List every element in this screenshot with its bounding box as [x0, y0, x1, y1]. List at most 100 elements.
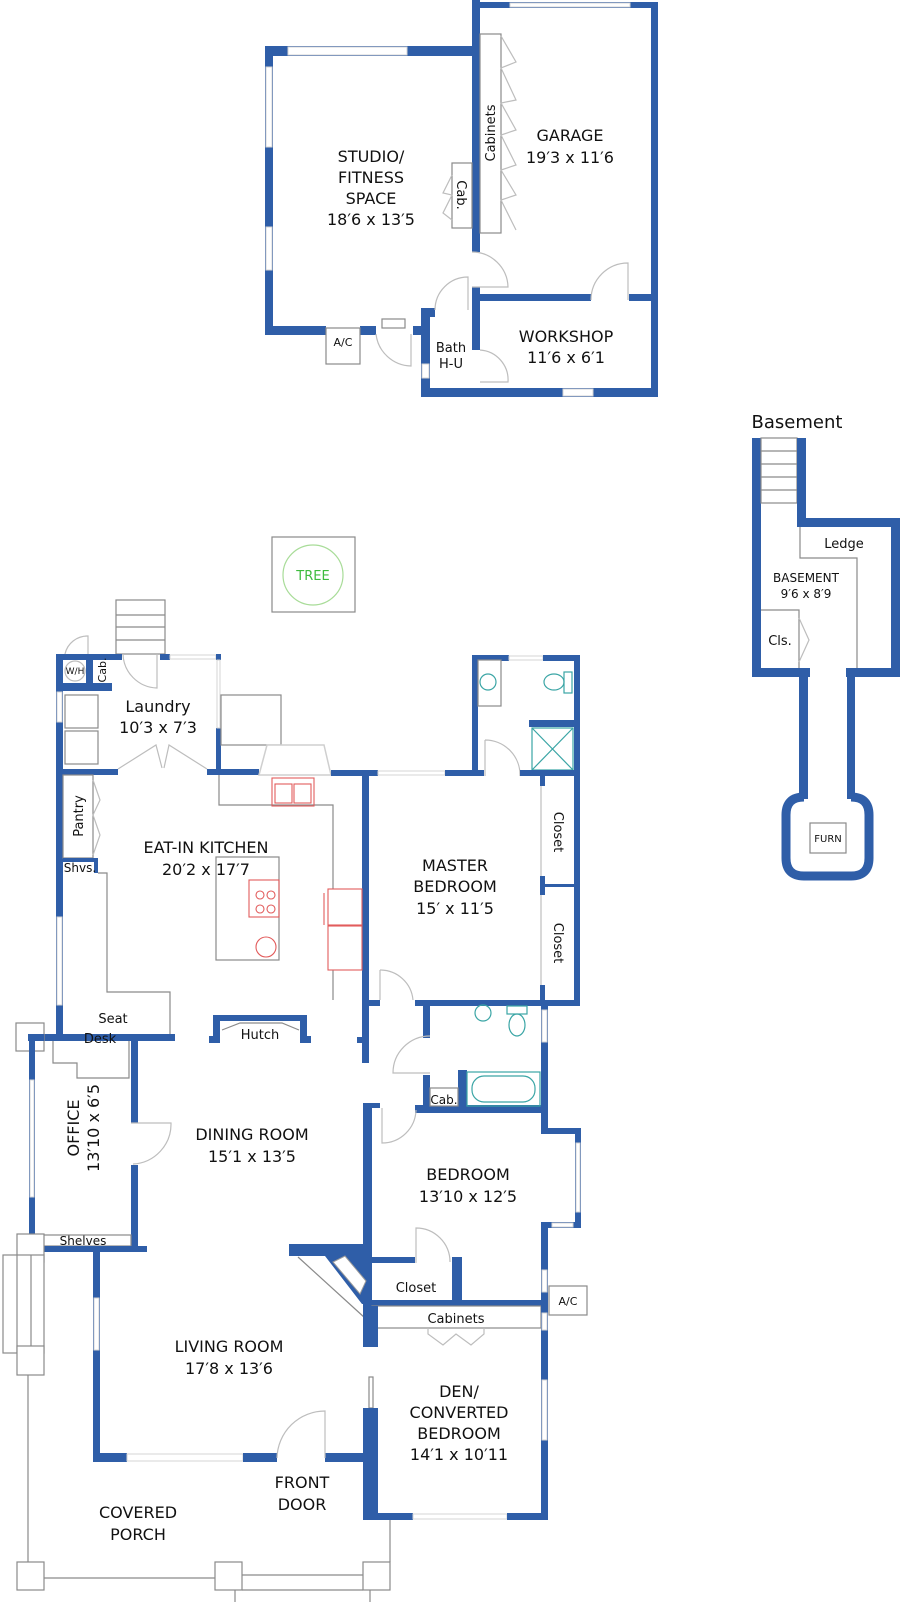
wall [478, 770, 484, 776]
window [93, 1297, 100, 1351]
bath-sublabel: H-U [439, 357, 463, 372]
studio-label: SPACE [346, 189, 397, 208]
wall [752, 668, 810, 677]
seat-label: Seat [98, 1012, 127, 1027]
refrigerator [327, 888, 363, 926]
wall [797, 438, 806, 527]
tree-label: TREE [295, 569, 329, 584]
den-label: BEDROOM [417, 1424, 501, 1443]
window [562, 388, 594, 397]
studio-garage-door[interactable] [471, 251, 509, 288]
ac-unit [325, 327, 361, 365]
porch-label: COVERED [99, 1503, 177, 1522]
bedroom-label: BEDROOM [426, 1165, 510, 1184]
pantry-bifold[interactable] [92, 779, 101, 856]
pocket-door[interactable] [368, 1376, 374, 1409]
wall [423, 1006, 430, 1038]
cabinet-bifold[interactable] [427, 1328, 485, 1346]
wall [56, 683, 112, 691]
stair-treads [116, 614, 165, 641]
master-bedroom-door[interactable] [379, 969, 414, 1001]
window [56, 691, 63, 723]
water-heater-closet [63, 660, 86, 683]
workshop-door[interactable] [590, 262, 629, 301]
fireplace-hearth [332, 1255, 367, 1295]
wall [372, 1257, 415, 1263]
wall [452, 1257, 462, 1300]
laundry-back-door[interactable] [122, 653, 158, 689]
toilet-tank [506, 1005, 528, 1015]
toilet [543, 673, 565, 691]
toilet-tank [563, 671, 573, 694]
studio-exterior-door[interactable] [375, 333, 412, 367]
bath-workshop-door[interactable] [479, 349, 509, 383]
front-door[interactable] [276, 1410, 326, 1459]
office-door[interactable] [131, 1122, 172, 1165]
porch-label: PORCH [110, 1525, 166, 1544]
bedroom-closet-door[interactable] [415, 1227, 451, 1263]
wall [540, 776, 545, 786]
studio-bottom-wall [265, 326, 326, 335]
bath-door[interactable] [434, 276, 469, 311]
hutch-label: Hutch [241, 1028, 280, 1043]
wall [520, 770, 580, 776]
shower-drain [531, 727, 574, 771]
window [541, 1379, 548, 1441]
water-heater [64, 660, 86, 682]
wall [507, 1513, 548, 1520]
bay-window [258, 744, 332, 776]
wall [847, 677, 855, 799]
kitchen-island [215, 856, 280, 961]
wall [421, 308, 435, 317]
wall [160, 654, 170, 660]
bedroom-closet-label: Closet [396, 1281, 437, 1296]
hall-bath-door[interactable] [392, 1035, 431, 1074]
laundry-bifold-door[interactable] [117, 744, 163, 770]
closet-label: Closet [550, 812, 565, 853]
wall [28, 1034, 44, 1041]
window [265, 66, 273, 148]
main-house: W/H Cab. Laundry 10′3 x 7′3 [2, 599, 588, 1602]
wall [472, 655, 509, 661]
basement-closet [761, 609, 800, 668]
kitchen-sink [271, 777, 315, 807]
master-label: BEDROOM [413, 877, 497, 896]
ac-label: A/C [334, 336, 353, 349]
dining-label: DINING ROOM [195, 1125, 308, 1144]
wall [799, 677, 808, 799]
laundry-bifold-door[interactable] [163, 744, 208, 770]
window [421, 363, 430, 379]
washer [64, 694, 99, 729]
garage-cabinets [479, 33, 502, 234]
fixture-box [381, 318, 406, 329]
furnace [809, 822, 847, 854]
toilet [508, 1013, 526, 1037]
cooktop [248, 879, 280, 918]
wall [458, 1070, 467, 1108]
wall [63, 858, 98, 862]
seat [98, 872, 171, 1036]
dryer [64, 730, 99, 765]
bedroom-door[interactable] [381, 1108, 417, 1144]
sink-basin [293, 783, 312, 804]
garage-size: 19′3 x 11′6 [526, 148, 614, 167]
wall [216, 728, 221, 775]
wall [541, 1000, 548, 1128]
window [509, 2, 631, 8]
wall [216, 654, 221, 660]
wall [363, 1300, 548, 1306]
wall [56, 654, 63, 1040]
water-heater-door[interactable] [64, 635, 89, 655]
wall [325, 1453, 365, 1462]
master-bath-door[interactable] [484, 739, 521, 777]
wall [543, 655, 580, 661]
cab-label: Cab. [453, 180, 468, 209]
garage-right-wall [651, 2, 658, 397]
laundry-size: 10′3 x 7′3 [119, 718, 197, 737]
wall [331, 770, 378, 776]
desk-label: Desk [84, 1032, 117, 1047]
shelves-label: Shvs. [64, 861, 96, 875]
wall [243, 1453, 277, 1462]
workshop-size: 11′6 x 6′1 [527, 348, 605, 367]
